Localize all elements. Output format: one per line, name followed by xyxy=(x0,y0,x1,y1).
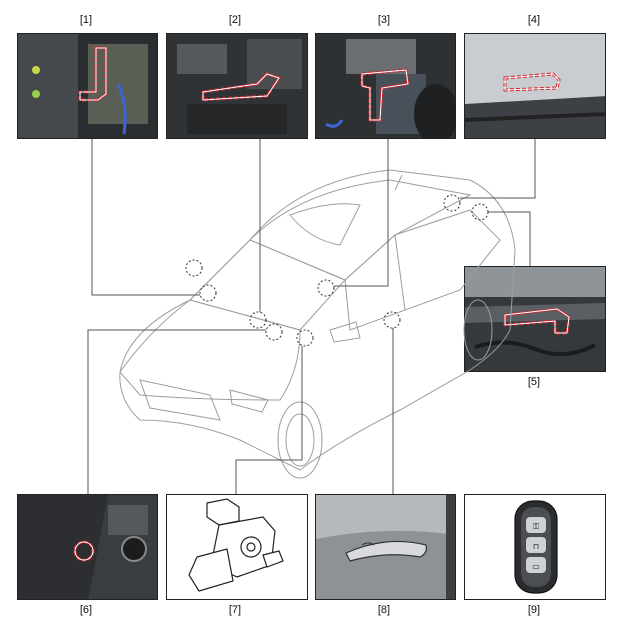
label-6: [6] xyxy=(79,604,93,616)
label-8: [8] xyxy=(377,604,391,616)
svg-text:⚿: ⚿ xyxy=(533,522,539,531)
panel-6-photo xyxy=(17,494,158,600)
panel-7-steering-lock xyxy=(166,494,308,600)
label-2: [2] xyxy=(228,14,242,26)
panel-1-photo xyxy=(17,33,158,139)
svg-text:⊓: ⊓ xyxy=(533,542,539,551)
panel-3-photo xyxy=(315,33,456,139)
label-4: [4] xyxy=(527,14,541,26)
label-7: [7] xyxy=(228,604,242,616)
label-5: [5] xyxy=(527,376,541,388)
svg-text:▭: ▭ xyxy=(532,562,540,571)
label-3: [3] xyxy=(377,14,391,26)
label-9: [9] xyxy=(527,604,541,616)
panel-2-photo xyxy=(166,33,308,139)
label-1: [1] xyxy=(79,14,93,26)
panel-4-photo xyxy=(464,33,606,139)
panel-5-photo xyxy=(464,266,606,372)
panel-8-door-handle xyxy=(315,494,456,600)
panel-9-smart-key: ⚿ ⊓ ▭ xyxy=(464,494,606,600)
